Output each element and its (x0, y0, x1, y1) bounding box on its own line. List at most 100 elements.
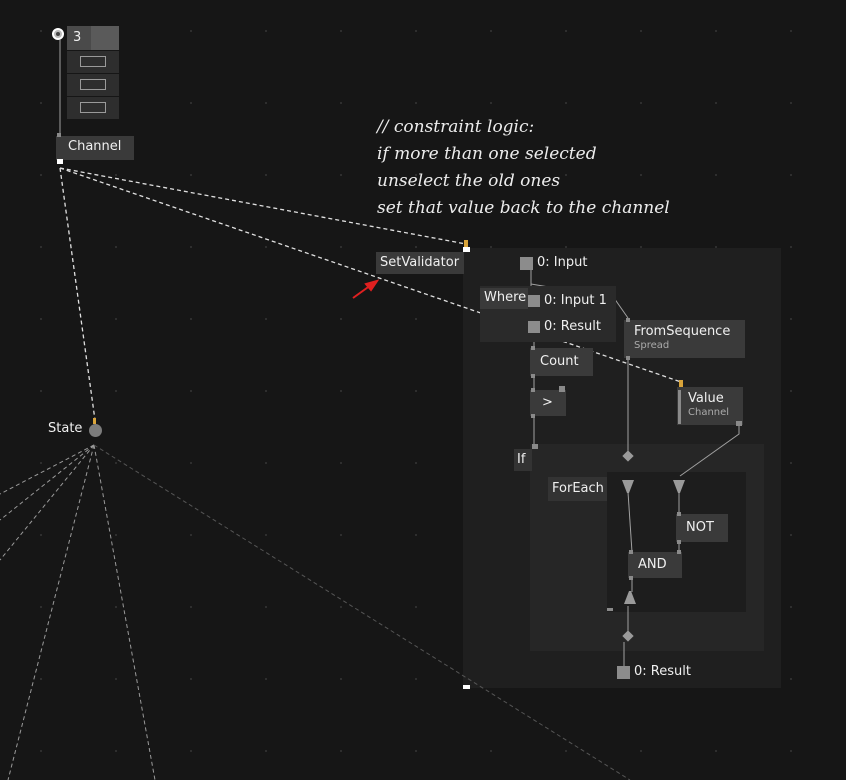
grid-dot (415, 390, 417, 392)
not-output-pin[interactable] (677, 540, 681, 544)
state-input-pin[interactable] (93, 418, 96, 424)
grid-dot (190, 246, 192, 248)
grid-dot (490, 750, 492, 752)
grid-dot (265, 678, 267, 680)
greater-input-pin-a[interactable] (531, 388, 535, 392)
grid-dot (115, 462, 117, 464)
channel-node[interactable]: Channel (56, 136, 134, 160)
comment-line-2: if more than one selected (377, 144, 597, 164)
grid-dot (115, 678, 117, 680)
grid-dot (565, 750, 567, 752)
channel-output-pin[interactable] (57, 159, 63, 164)
grid-dot (715, 30, 717, 32)
grid-dot (190, 678, 192, 680)
from-sequence-title: FromSequence (634, 324, 731, 339)
greater-output-pin[interactable] (531, 414, 535, 418)
grid-dot (265, 246, 267, 248)
wire-state-out-5 (93, 444, 156, 780)
set-validator-output-pin[interactable] (463, 685, 470, 689)
grid-dot (340, 534, 342, 536)
grid-dot (115, 534, 117, 536)
set-validator-pin-highlight[interactable] (464, 240, 468, 247)
grid-dot (40, 678, 42, 680)
grid-dot (790, 102, 792, 104)
foreach-node[interactable]: ForEach (548, 477, 607, 501)
from-sequence-node[interactable]: FromSequence Spread (624, 320, 745, 358)
count-node[interactable]: Count (530, 348, 593, 376)
grid-dot (715, 174, 717, 176)
grid-dot (715, 246, 717, 248)
wire-state-out-4 (7, 444, 95, 780)
channel-input-pin[interactable] (57, 133, 61, 137)
value-output-pin[interactable] (736, 421, 742, 426)
grid-dot (190, 750, 192, 752)
grid-dot (265, 30, 267, 32)
iobox-value: 3 (73, 30, 82, 45)
input-pin-box[interactable] (520, 257, 533, 270)
iobox-slot-3[interactable] (67, 97, 119, 119)
state-node[interactable] (89, 424, 102, 437)
grid-dot (40, 390, 42, 392)
value-node[interactable]: Value Channel (677, 387, 743, 425)
grid-dot (265, 750, 267, 752)
grid-dot (565, 246, 567, 248)
foreach-region[interactable] (607, 472, 746, 612)
grid-dot (190, 102, 192, 104)
greater-node[interactable]: > (530, 390, 566, 416)
iobox-slot-2[interactable] (67, 74, 119, 96)
grid-dot (790, 678, 792, 680)
grid-dot (340, 246, 342, 248)
and-input-pin-a[interactable] (629, 550, 633, 554)
where-node[interactable]: Where (480, 288, 528, 309)
where-node-label: Where (484, 290, 527, 305)
value-pin-highlight[interactable] (679, 380, 683, 387)
grid-dot (640, 246, 642, 248)
and-input-pin-b[interactable] (677, 550, 681, 554)
iobox-slot-1[interactable] (67, 51, 119, 73)
from-sequence-output-pin[interactable] (626, 356, 630, 360)
greater-input-pin-b[interactable] (559, 386, 565, 392)
value-input-pin[interactable] (678, 390, 681, 424)
if-node[interactable]: If (514, 449, 532, 471)
and-output-pin[interactable] (629, 576, 633, 580)
grid-dot (490, 30, 492, 32)
and-node[interactable]: AND (628, 552, 682, 578)
grid-dot (340, 30, 342, 32)
iobox[interactable]: 3 (52, 25, 120, 121)
from-sequence-input-pin[interactable] (626, 318, 630, 322)
not-input-pin[interactable] (677, 512, 681, 516)
foreach-output-splicer[interactable] (622, 590, 640, 606)
comment-line-4: set that value back to the channel (377, 198, 670, 218)
grid-dot (40, 30, 42, 32)
grid-dot (640, 750, 642, 752)
not-node[interactable]: NOT (676, 514, 728, 542)
grid-dot (715, 750, 717, 752)
grid-dot (415, 534, 417, 536)
comment-line-3: unselect the old ones (377, 171, 561, 191)
grid-dot (415, 462, 417, 464)
set-validator-input-pin[interactable] (463, 247, 470, 252)
constraint-comment: // constraint logic: if more than one se… (377, 114, 670, 222)
grid-dot (340, 606, 342, 608)
count-output-pin[interactable] (531, 374, 535, 378)
annotation-arrow (352, 279, 380, 299)
iobox-value-field[interactable]: 3 (67, 26, 119, 50)
if-condition-pin[interactable] (532, 444, 538, 449)
count-input-pin[interactable] (531, 346, 535, 350)
iobox-toggle[interactable] (52, 28, 64, 40)
greater-node-label: > (542, 395, 553, 410)
set-validator-node[interactable]: SetValidator (376, 252, 464, 274)
where-result-pin-box[interactable] (528, 321, 540, 333)
where-input-pin-box[interactable] (528, 295, 540, 307)
grid-dot (115, 246, 117, 248)
foreach-input-splicers[interactable] (620, 478, 690, 494)
grid-dot (790, 606, 792, 608)
foreach-break-pin[interactable] (607, 608, 613, 611)
grid-dot (565, 102, 567, 104)
value-node-subtitle: Channel (688, 407, 730, 418)
result-pin-box[interactable] (617, 666, 630, 679)
grid-dot (40, 462, 42, 464)
grid-dot (415, 318, 417, 320)
grid-dot (115, 606, 117, 608)
